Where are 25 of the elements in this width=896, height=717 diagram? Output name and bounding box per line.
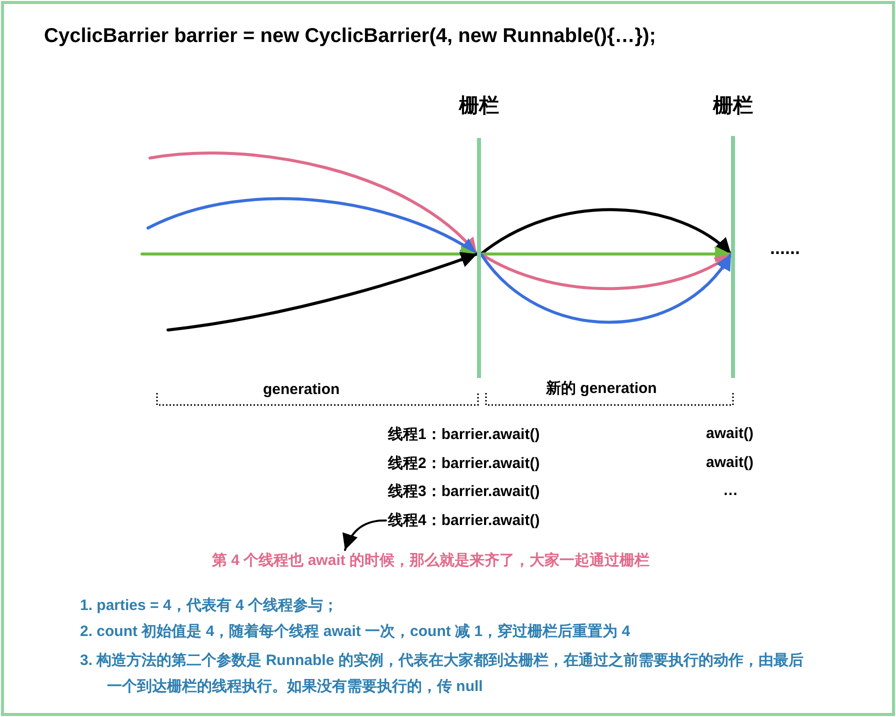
thread-arrow xyxy=(480,252,732,324)
thread-arrow xyxy=(480,246,732,262)
note-text: 第 4 个线程也 await 的时候，那么就是来齐了，大家一起通过栅栏 xyxy=(212,551,650,570)
code-line: 线程2：barrier.await() xyxy=(388,454,540,473)
note-item: 2. count 初始值是 4，随着每个线程 await 一次，count 减 1，穿过栅栏后重置为 4 xyxy=(80,622,630,641)
note-item: 1. parties = 4，代表有 4 个线程参与； xyxy=(80,596,338,615)
ellipsis: ...... xyxy=(770,238,800,259)
thread-arrow xyxy=(480,208,732,256)
thread-arrow xyxy=(166,252,478,332)
thread-arrow xyxy=(140,246,478,262)
title: CyclicBarrier barrier = new CyclicBarrier(4, new Runnable(){…}); xyxy=(44,25,656,48)
note-item: 3. 构造方法的第二个参数是 Runnable 的实例，代表在大家都到达栅栏，在通过之前需要执行的动作，由最后一个到达栅栏的线程执行。如果没有需要执行的，传 null xyxy=(80,651,804,697)
bracket-label: 新的 generation xyxy=(546,379,657,398)
code-line: 线程1：barrier.await() xyxy=(388,425,540,444)
bracket-label: generation xyxy=(263,381,340,398)
thread-arrow xyxy=(480,252,732,290)
code-line: 线程4：barrier.await() xyxy=(388,511,540,530)
code-line: 线程3：barrier.await() xyxy=(388,482,540,501)
thread-arrow xyxy=(146,197,478,256)
code-line: await() xyxy=(706,454,754,471)
barrier-heading: 栅栏 xyxy=(712,94,754,119)
ellipsis: … xyxy=(723,482,738,499)
barrier-heading: 栅栏 xyxy=(458,94,500,119)
curved-arrow xyxy=(342,520,387,551)
code-line: await() xyxy=(706,425,754,442)
